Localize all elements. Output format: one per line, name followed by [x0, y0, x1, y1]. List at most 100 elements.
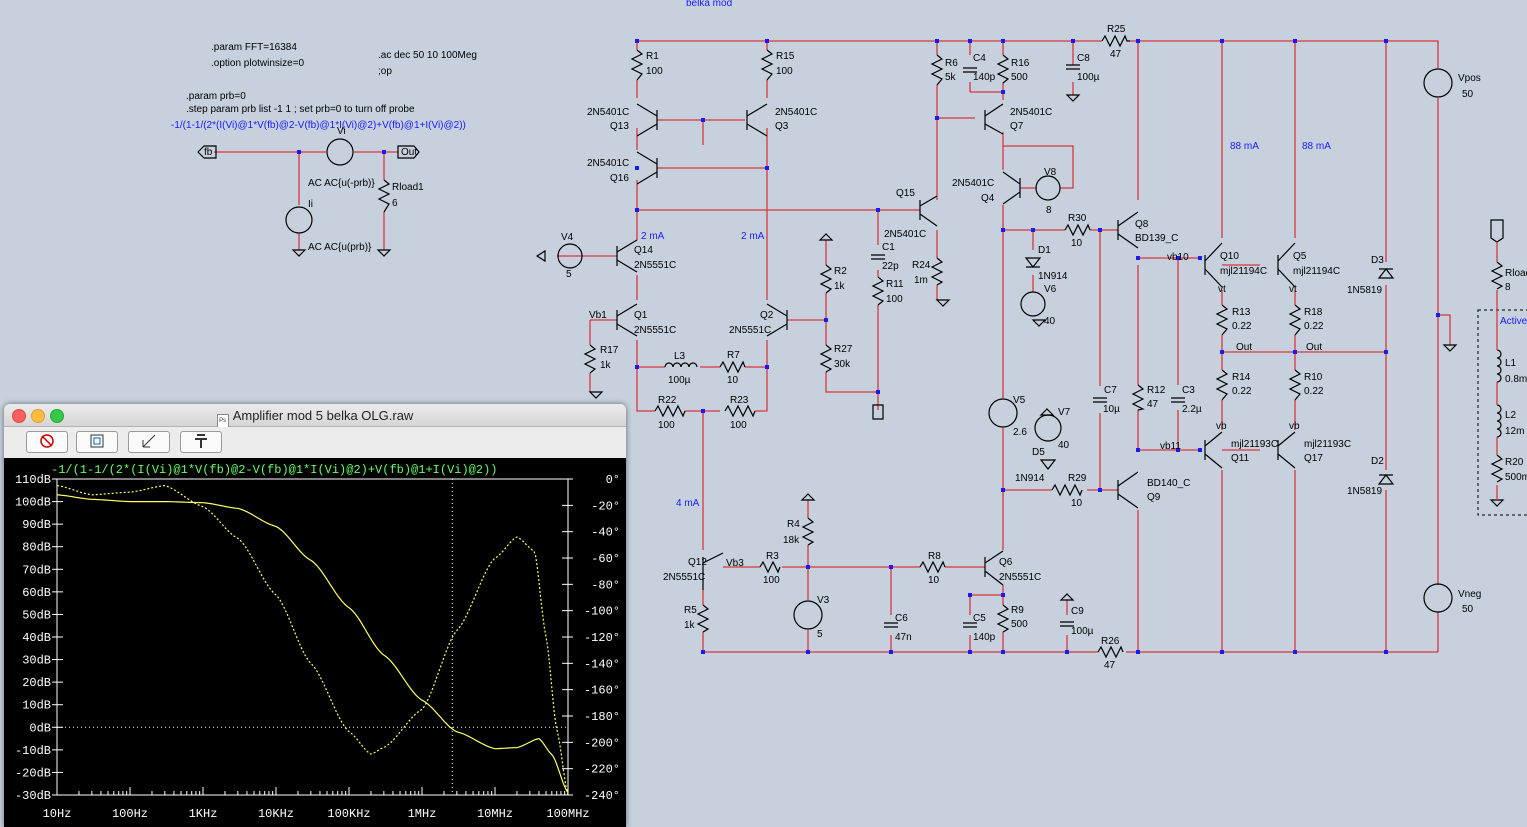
diodes	[1024, 257, 1395, 485]
resistor-rload	[1490, 261, 1504, 290]
label-vi: Vi	[337, 126, 346, 137]
label-fb: fb	[204, 147, 213, 158]
label-r3: R3	[766, 551, 779, 562]
plot-toolbar	[4, 427, 626, 457]
label-r10: R10	[1304, 372, 1323, 383]
transistor-q8	[1117, 211, 1139, 249]
label-r1: R1	[646, 51, 659, 62]
label-r7-value: 10	[727, 375, 739, 386]
label-c6-value: 47n	[895, 632, 912, 643]
resistor-r29	[1051, 483, 1083, 497]
label-v5-value: 2.6	[1013, 427, 1027, 438]
plot-traces	[56, 484, 569, 796]
label-q12-model: 2N5551C	[663, 572, 705, 583]
x-tick-label: 1MHz	[408, 807, 437, 821]
label-c5-value: 140p	[973, 632, 996, 643]
trace-title[interactable]: -1/(1-1/(2*(I(Vi)@1*V(fb)@2-V(fb)@1*I(Vi…	[51, 463, 497, 477]
source-v7	[1034, 414, 1062, 442]
probe-tool-button[interactable]	[180, 431, 222, 453]
zoom-button[interactable]	[50, 409, 64, 423]
label-v6-value: 40	[1044, 316, 1056, 327]
label-q9-model: BD140_C	[1147, 478, 1190, 489]
label-q2: Q2	[760, 310, 774, 321]
label-q12: Q12	[688, 557, 707, 568]
label-c1: C1	[882, 242, 895, 253]
out-port	[397, 145, 420, 159]
bode-plot[interactable]: -1/(1-1/(2*(I(Vi)@1*V(fb)@2-V(fb)@1*I(Vi…	[4, 458, 626, 827]
label-q13: Q13	[610, 121, 629, 132]
zoom-fit-icon	[90, 434, 104, 448]
y-left-tick-label: 90dB	[22, 518, 51, 532]
label-q15-model: 2N5401C	[884, 229, 926, 240]
label-d5-model: 1N914	[1015, 473, 1045, 484]
resistor-r27	[819, 344, 833, 373]
label-rload-value: 8	[1505, 282, 1511, 293]
autorange-off-button[interactable]	[26, 431, 68, 453]
resistor-r10	[1288, 369, 1302, 401]
label-q17-model: mjl21193C	[1304, 439, 1351, 450]
schematic-labels: belka mod .param FFT=16384 .option plotw…	[171, 0, 1527, 671]
label-r6-value: 5k	[945, 72, 957, 83]
resistor-r12	[1131, 384, 1145, 411]
label-v8-value: 8	[1046, 205, 1052, 216]
label-r1-value: 100	[646, 66, 663, 77]
label-q11: Q11	[1231, 453, 1250, 464]
label-vt-b: vt	[1289, 284, 1297, 295]
label-r5: R5	[684, 605, 697, 616]
y-right-tick-label: -60°	[591, 552, 620, 566]
label-q8: Q8	[1135, 219, 1149, 230]
resistor-rload1	[377, 179, 391, 213]
label-c1-value: 22p	[882, 261, 899, 272]
label-q2-model: 2N5551C	[729, 325, 771, 336]
label-q11-model: mjl21193C	[1231, 439, 1278, 450]
label-r10-value: 0.22	[1304, 386, 1324, 397]
label-r4: R4	[787, 519, 800, 530]
label-q14-model: 2N5551C	[634, 260, 676, 271]
label-c3-value: 2.2µ	[1182, 404, 1202, 415]
source-v3	[793, 600, 823, 630]
zoom-fit-button[interactable]	[76, 431, 118, 453]
label-r14-value: 0.22	[1232, 386, 1252, 397]
junctions	[297, 39, 1440, 654]
label-r29-value: 10	[1071, 498, 1083, 509]
label-r11: R11	[886, 279, 904, 290]
label-r30-value: 10	[1071, 238, 1083, 249]
gnd-port	[872, 404, 884, 420]
transistor-q3	[746, 103, 768, 137]
label-c9-value: 100µ	[1071, 626, 1094, 637]
plot-background	[4, 458, 626, 827]
fb-port	[197, 145, 217, 159]
diode-d5	[1039, 459, 1057, 470]
x-tick-label: 100Hz	[112, 807, 148, 821]
resistor-r30	[1064, 223, 1091, 237]
y-left-tick-label: -20dB	[15, 766, 51, 780]
zoom-back-button[interactable]	[128, 431, 170, 453]
close-button[interactable]	[12, 409, 26, 423]
source-vneg	[1423, 583, 1453, 613]
label-q3: Q3	[775, 121, 789, 132]
label-rload: Rload	[1505, 268, 1527, 279]
resistor-r24	[930, 257, 944, 286]
label-c8-value: 100µ	[1077, 72, 1100, 83]
label-r25-value: 47	[1110, 49, 1122, 60]
label-v3-value: 5	[817, 629, 823, 640]
resistor-r4	[801, 517, 815, 546]
label-v6: V6	[1044, 284, 1057, 295]
transistor-q16	[636, 151, 658, 185]
source-v6	[1020, 291, 1046, 317]
minimize-button[interactable]	[31, 409, 45, 423]
label-r26: R26	[1101, 636, 1120, 647]
inductor-l2	[1496, 404, 1502, 438]
y-right-tick-label: -100°	[584, 605, 620, 619]
y-right-tick-label: -180°	[584, 710, 620, 724]
label-l2-value: 12m	[1505, 426, 1524, 437]
y-left-tick-label: 60dB	[22, 586, 51, 600]
diode-d3	[1377, 268, 1395, 279]
label-d1: D1	[1038, 245, 1051, 256]
label-q7-model: 2N5401C	[1010, 107, 1052, 118]
label-v3: V3	[817, 595, 830, 606]
